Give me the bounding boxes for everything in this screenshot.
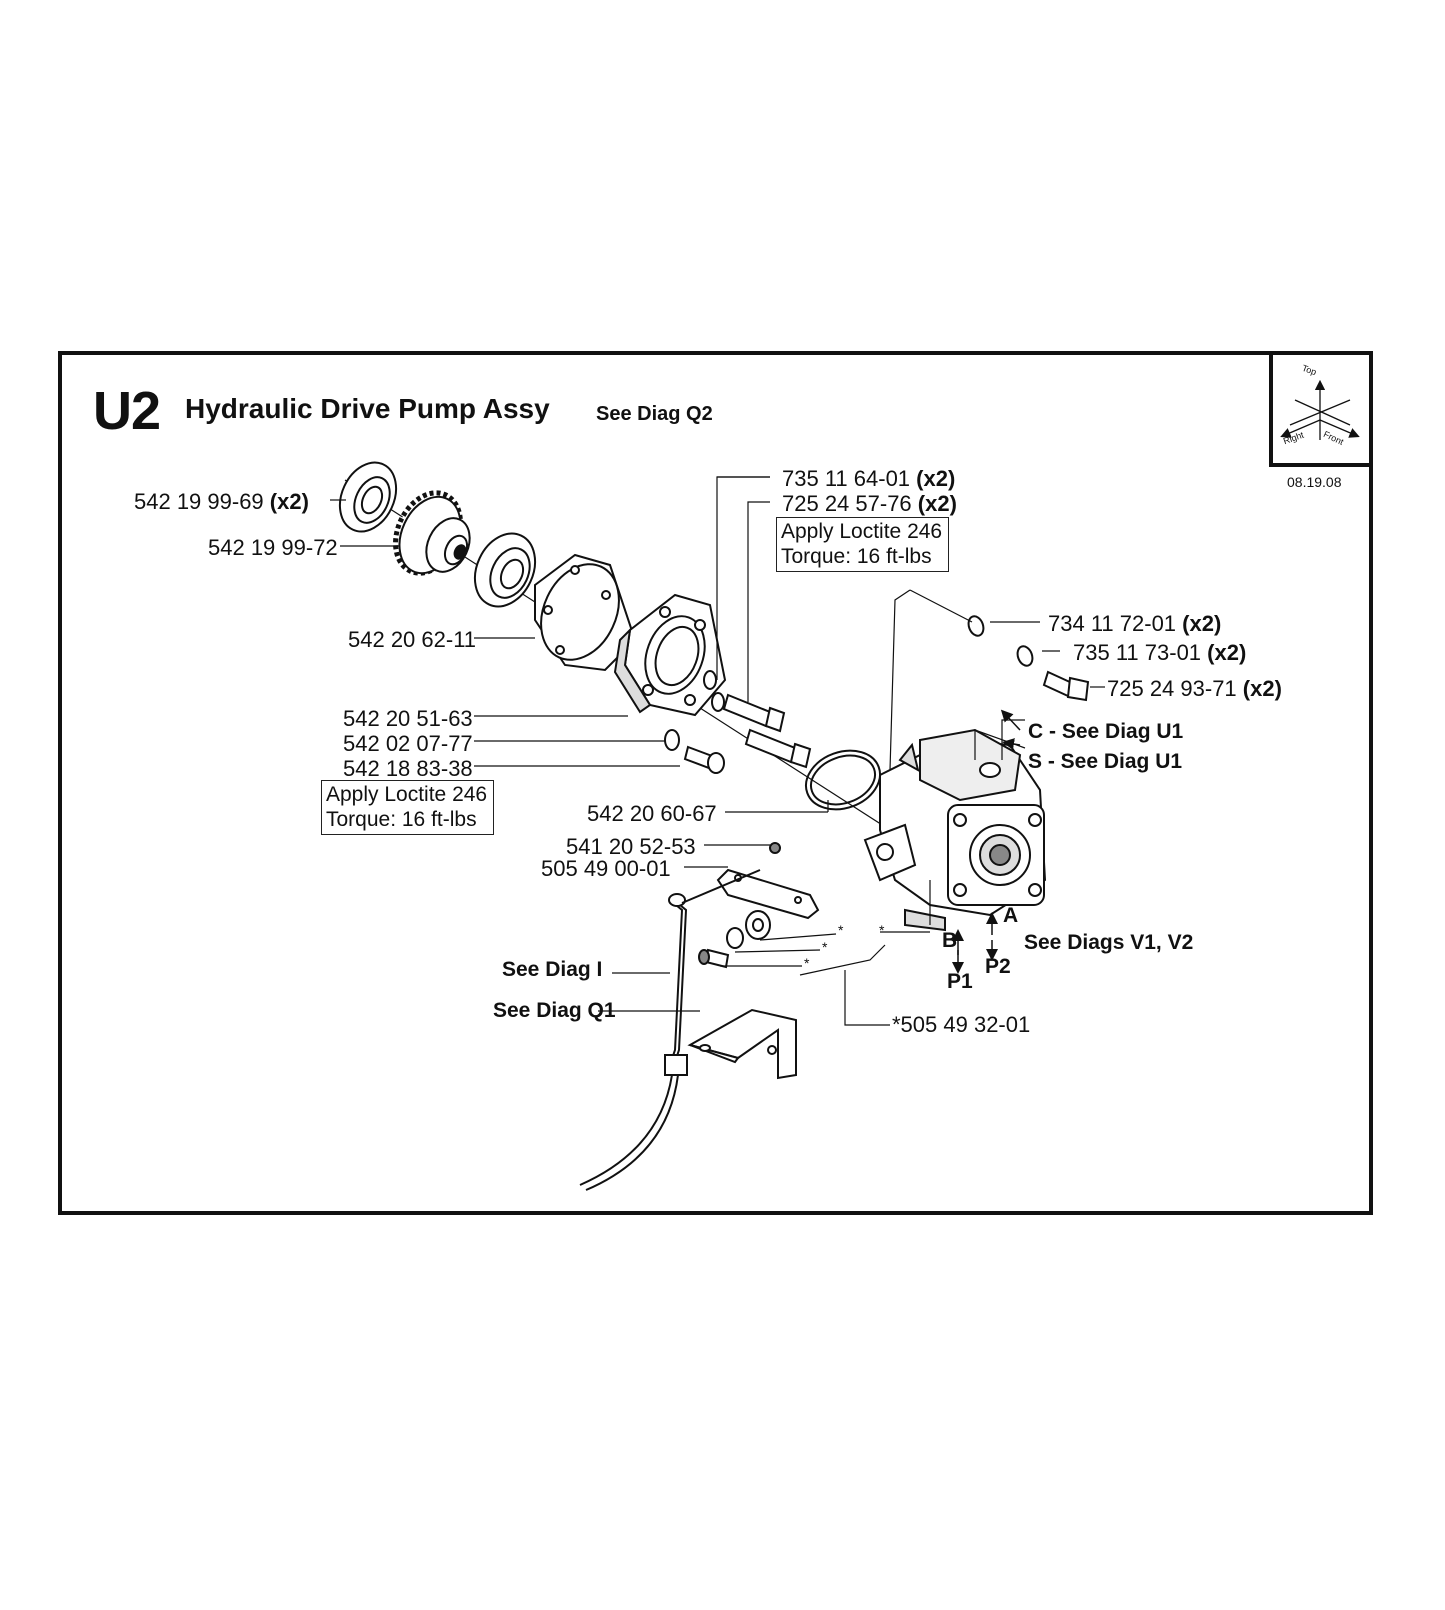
ref-c-port: C - See Diag U1 (1028, 720, 1184, 743)
loctite-note-top: Apply Loctite 246 Torque: 16 ft-lbs (776, 517, 950, 572)
kit-star-4: * (879, 922, 885, 938)
control-cable-art (579, 869, 761, 1191)
diagram-title: Hydraulic Drive Pump Assy (185, 393, 550, 424)
oring-art (805, 749, 881, 811)
part-label-bearing: 542 19 99-69 (x2) (134, 489, 309, 515)
note-line: Torque: 16 ft-lbs (781, 545, 932, 568)
ref-diag-i: See Diag I (502, 958, 603, 981)
part-number: 725 24 93-71 (1107, 676, 1237, 701)
part-number: 725 24 57-76 (782, 491, 912, 516)
kit-star-2: * (822, 939, 828, 955)
kit-star-3: * (804, 955, 810, 971)
part-label-gasket: 542 20 62-11 (348, 627, 477, 652)
right-bolt-art (967, 615, 1090, 702)
part-label-bolt-right: 725 24 93-71 (x2) (1107, 676, 1282, 702)
bracket-art (687, 1008, 797, 1080)
port-arrows (952, 709, 1021, 974)
part-label-link: 505 49 00-01 (541, 856, 671, 881)
part-label-nut: 541 20 52-53 (566, 834, 696, 859)
part-label-washer-a: 734 11 72-01 (x2) (1048, 611, 1221, 637)
top-bolts-art (703, 670, 812, 769)
note-line: Apply Loctite 246 (326, 783, 488, 806)
part-qty: (x2) (1182, 611, 1222, 636)
diagram-date: 08.19.08 (1287, 474, 1342, 490)
part-qty: (x2) (1242, 676, 1282, 701)
loctite-note-left: Apply Loctite 246 Torque: 16 ft-lbs (321, 780, 495, 835)
diagram-reference: See Diag Q2 (596, 403, 713, 425)
diagram-frame (58, 351, 1373, 1215)
diagram-code: U2 (93, 381, 161, 441)
adapter-plate-art (613, 593, 727, 717)
orientation-compass-icon (1280, 379, 1360, 440)
part-qty: (x2) (916, 466, 956, 491)
orientation-box (1269, 351, 1373, 467)
part-qty: (x2) (1207, 640, 1247, 665)
part-number: 542 19 99-69 (134, 489, 264, 514)
note-line: Torque: 16 ft-lbs (326, 808, 477, 831)
kit-star-1: * (838, 922, 844, 938)
ref-diag-q1: See Diag Q1 (493, 999, 616, 1022)
part-label-gear: 542 19 99-72 (208, 535, 338, 560)
part-qty: (x2) (917, 491, 957, 516)
ref-s-port: S - See Diag U1 (1028, 750, 1183, 773)
ref-diags-v: See Diags V1, V2 (1024, 931, 1194, 954)
part-label-washer-b: 735 11 73-01 (x2) (1073, 640, 1246, 666)
port-p2-label: P2 (985, 955, 1011, 978)
part-number: 734 11 72-01 (1048, 611, 1177, 636)
bearing-right-art (473, 532, 537, 608)
part-number: 735 11 73-01 (1073, 640, 1202, 665)
port-a-label: A (1003, 904, 1019, 927)
part-label-screw-small: 542 18 83-38 (343, 756, 473, 781)
part-label-kit: *505 49 32-01 (892, 1012, 1031, 1037)
part-number: 735 11 64-01 (782, 466, 911, 491)
part-qty: (x2) (269, 489, 309, 514)
note-line: Apply Loctite 246 (781, 520, 943, 543)
left-screw-art (664, 729, 725, 774)
pump-body-art (863, 728, 1047, 932)
bearing-left-art (338, 461, 398, 533)
part-label-oring: 542 20 60-67 (587, 801, 717, 826)
leader-lines (330, 476, 1105, 1026)
part-label-washer-small: 542 02 07-77 (343, 731, 473, 756)
port-b-label: B (942, 929, 958, 952)
gear-art (393, 490, 471, 576)
part-label-adapter: 542 20 51-63 (343, 706, 473, 731)
control-link-art (698, 842, 820, 969)
part-label-bolt-top: 725 24 57-76 (x2) (782, 491, 957, 517)
port-p1-label: P1 (947, 970, 973, 993)
part-label-washer-top: 735 11 64-01 (x2) (782, 466, 955, 492)
gasket-art (534, 553, 637, 672)
